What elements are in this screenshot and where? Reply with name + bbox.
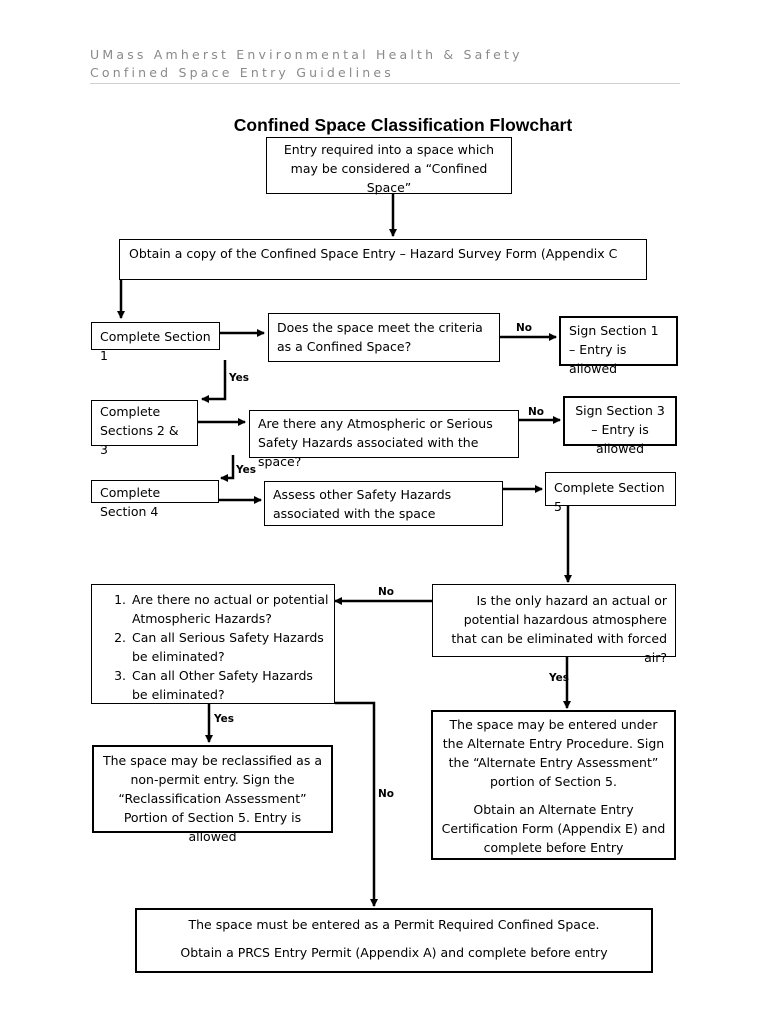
permit-required-box: The space must be entered as a Permit Re…	[135, 908, 653, 973]
header-divider	[90, 83, 680, 84]
checklist-questions-box: Are there no actual or potential Atmosph…	[91, 584, 335, 704]
arrow-hazards-yes	[220, 455, 235, 482]
alternate-entry-text: The space may be entered under the Alter…	[442, 717, 665, 789]
header-line-1: UMass Amherst Environmental Health & Saf…	[90, 47, 523, 62]
no-label: No	[378, 586, 395, 598]
sign-section1-box: Sign Section 1 – Entry is allowed	[559, 316, 678, 376]
arrow-criteria-yes	[201, 360, 227, 403]
reclassify-box: The space may be reclassified as a non-p…	[92, 745, 333, 844]
checklist-item: Are there no actual or potential Atmosph…	[130, 590, 330, 628]
criteria-question-box: Does the space meet the criteria as a Co…	[268, 313, 500, 362]
alternate-entry-box: The space may be entered under the Alter…	[431, 710, 676, 860]
yes-label: Yes	[214, 713, 235, 725]
no-label: No	[528, 406, 545, 418]
sign-section3-box: Sign Section 3 – Entry is allowed	[563, 396, 677, 456]
alternate-entry-form-text: Obtain an Alternate Entry Certification …	[441, 802, 666, 855]
complete-section4-box: Complete Section 4	[91, 480, 219, 519]
yes-label: Yes	[549, 672, 570, 684]
assess-hazards-box: Assess other Safety Hazards associated w…	[264, 481, 503, 526]
no-label: No	[378, 788, 395, 800]
yes-label: Yes	[229, 372, 250, 384]
checklist-item: Can all Serious Safety Hazards be elimin…	[130, 628, 330, 666]
obtain-form-box: Obtain a copy of the Confined Space Entr…	[119, 239, 647, 280]
checklist-item: Can all Other Safety Hazards be eliminat…	[130, 666, 330, 704]
entry-required-box: Entry required into a space which may be…	[266, 137, 512, 195]
hazards-question-box: Are there any Atmospheric or Serious Saf…	[249, 410, 519, 469]
permit-required-text: The space must be entered as a Permit Re…	[188, 917, 600, 932]
header-line-2: Confined Space Entry Guidelines	[90, 65, 394, 80]
permit-instruction-text: Obtain a PRCS Entry Permit (Appendix A) …	[180, 945, 608, 960]
complete-sections-2-3-box: Complete Sections 2 & 3	[91, 400, 198, 457]
complete-section1-box: Complete Section 1	[91, 322, 220, 363]
complete-section5-box: Complete Section 5	[545, 472, 676, 514]
checklist-list: Are there no actual or potential Atmosph…	[96, 590, 330, 704]
no-label: No	[516, 322, 533, 334]
arrow-checklist-no	[335, 701, 378, 907]
page-title: Confined Space Classification Flowchart	[233, 115, 573, 135]
yes-label: Yes	[236, 464, 257, 476]
only-hazard-question-box: Is the only hazard an actual or potentia…	[432, 584, 676, 665]
